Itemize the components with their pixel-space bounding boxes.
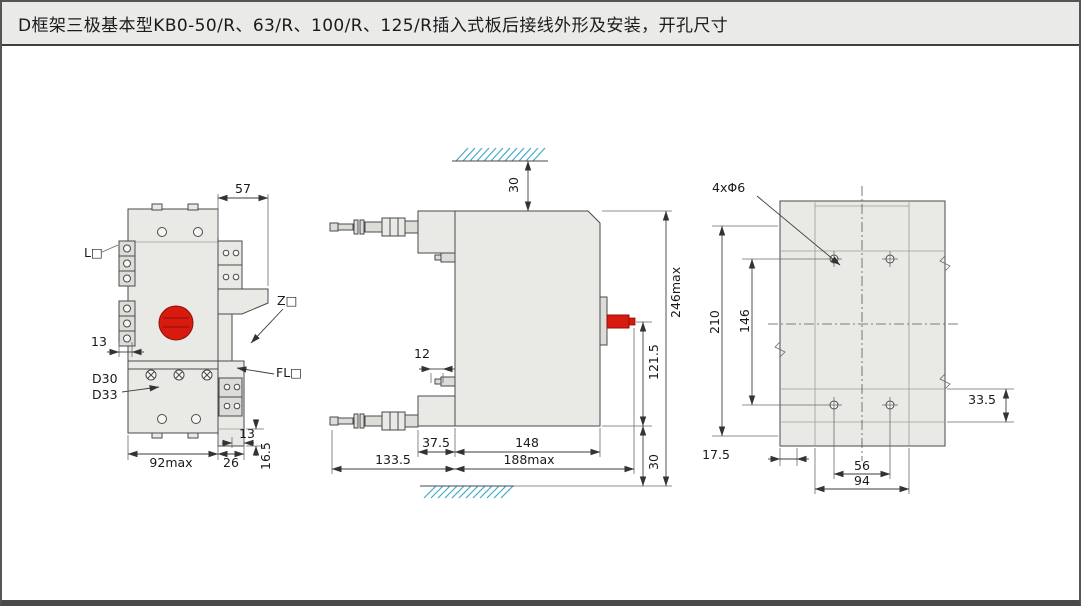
technical-drawing: 57 L□ 13 Z□ D30 D33 (84, 147, 1014, 499)
label-l-terminal: L□ (84, 245, 103, 260)
side-dim-30-bottom: 30 (639, 425, 661, 487)
front-view: 57 L□ 13 Z□ D30 D33 (84, 181, 302, 470)
label-4xphi6: 4xΦ6 (712, 180, 745, 195)
side-dim-12: 12 (414, 346, 455, 383)
title-bar: D框架三极基本型KB0-50/R、63/R、100/R、125/R插入式板后接线… (2, 2, 1079, 46)
drill-dim-56: 56 (833, 413, 891, 479)
drill-dim-210: 210 (707, 225, 778, 437)
side-dim-121-5: 121.5 (602, 321, 661, 427)
front-dim-16-5: 16.5 (246, 419, 273, 470)
lower-plug-stab (329, 411, 419, 431)
mounting-hole-bottom-left (157, 414, 167, 424)
floor-hatch (423, 485, 514, 499)
drill-dim-146: 146 (737, 258, 826, 406)
break-mark (774, 341, 786, 358)
rear-screw-upper (434, 252, 456, 263)
drill-dim-33-5: 33.5 (947, 388, 1014, 423)
front-label-l: L□ (84, 244, 119, 260)
drill-hole (826, 397, 842, 413)
aux-terminal-block (217, 240, 243, 290)
dim-16-5: 16.5 (258, 442, 273, 470)
dim-13-bottom: 13 (239, 426, 255, 441)
ceiling-hatch (455, 147, 546, 162)
dim-30-bottom: 30 (646, 454, 661, 470)
dim-12: 12 (414, 346, 430, 361)
dim-56: 56 (854, 458, 870, 473)
dim-13-left: 13 (91, 334, 107, 349)
dim-246max: 246max (668, 267, 683, 318)
side-bottom-rear-block (417, 395, 456, 427)
drill-view: 4xΦ6 210 146 33.5 (702, 180, 1014, 494)
side-view: 30 12 37.5 148 (329, 147, 683, 499)
label-z-terminal: Z□ (277, 293, 297, 308)
front-dim-92max: 92max (127, 435, 219, 470)
side-dim-30-top: 30 (506, 160, 532, 212)
break-mark (939, 255, 951, 272)
side-dim-188max: 188max (454, 328, 635, 474)
side-dim-133-5: 133.5 (331, 430, 456, 474)
front-dim-26: 26 (217, 448, 245, 470)
front-label-fl: FL□ (236, 365, 302, 380)
upper-plug-stab (329, 217, 419, 237)
terminal-screws (145, 369, 213, 381)
operating-handle (599, 296, 636, 346)
dim-210: 210 (707, 310, 722, 334)
drill-dim-94: 94 (814, 448, 910, 494)
dim-17-5: 17.5 (702, 447, 730, 462)
line-terminal-strip (118, 240, 136, 347)
drill-hole (882, 397, 898, 413)
dim-121-5: 121.5 (646, 344, 661, 380)
dim-92max: 92max (149, 455, 192, 470)
rear-screw-lower (434, 376, 456, 387)
breaker-front-body (127, 203, 219, 439)
mounting-hole-top-left (157, 227, 167, 237)
front-label-z: Z□ (250, 293, 297, 344)
fl-terminal-block (218, 377, 243, 417)
dim-33-5: 33.5 (968, 392, 996, 407)
drill-holes (826, 251, 898, 413)
drill-hole (882, 251, 898, 267)
drill-label-4xphi6: 4xΦ6 (712, 180, 841, 266)
dim-26: 26 (223, 455, 239, 470)
red-test-button (158, 305, 194, 341)
mounting-hole-top-right (193, 227, 203, 237)
rear-strip-upper (217, 313, 233, 362)
break-mark (939, 373, 951, 390)
dim-37-5: 37.5 (422, 435, 450, 450)
side-dim-37-5: 37.5 (417, 428, 456, 457)
dim-133-5: 133.5 (375, 452, 411, 467)
dim-188max: 188max (503, 452, 554, 467)
label-d33: D33 (92, 387, 118, 402)
side-dim-246max: 246max (514, 210, 683, 487)
side-top-rear-block (417, 210, 456, 254)
side-flange (217, 288, 269, 315)
breaker-side-body (454, 210, 601, 427)
dim-30-top: 30 (506, 177, 521, 193)
front-dim-57: 57 (217, 181, 269, 286)
label-d30: D30 (92, 371, 118, 386)
front-dim-13-left: 13 (91, 334, 144, 357)
front-dim-13-bottom: 13 (222, 426, 255, 448)
mounting-panel (779, 200, 946, 447)
drill-dim-17-5: 17.5 (702, 447, 809, 466)
label-fl-terminal: FL□ (276, 365, 302, 380)
dim-57: 57 (235, 181, 251, 196)
dim-94: 94 (854, 473, 870, 488)
dim-146: 146 (737, 309, 752, 333)
side-dim-148: 148 (454, 428, 601, 457)
front-label-models: D30 D33 (92, 371, 160, 402)
page-title: D框架三极基本型KB0-50/R、63/R、100/R、125/R插入式板后接线… (18, 15, 729, 36)
mounting-hole-bottom-right (191, 414, 201, 424)
dim-148: 148 (515, 435, 539, 450)
